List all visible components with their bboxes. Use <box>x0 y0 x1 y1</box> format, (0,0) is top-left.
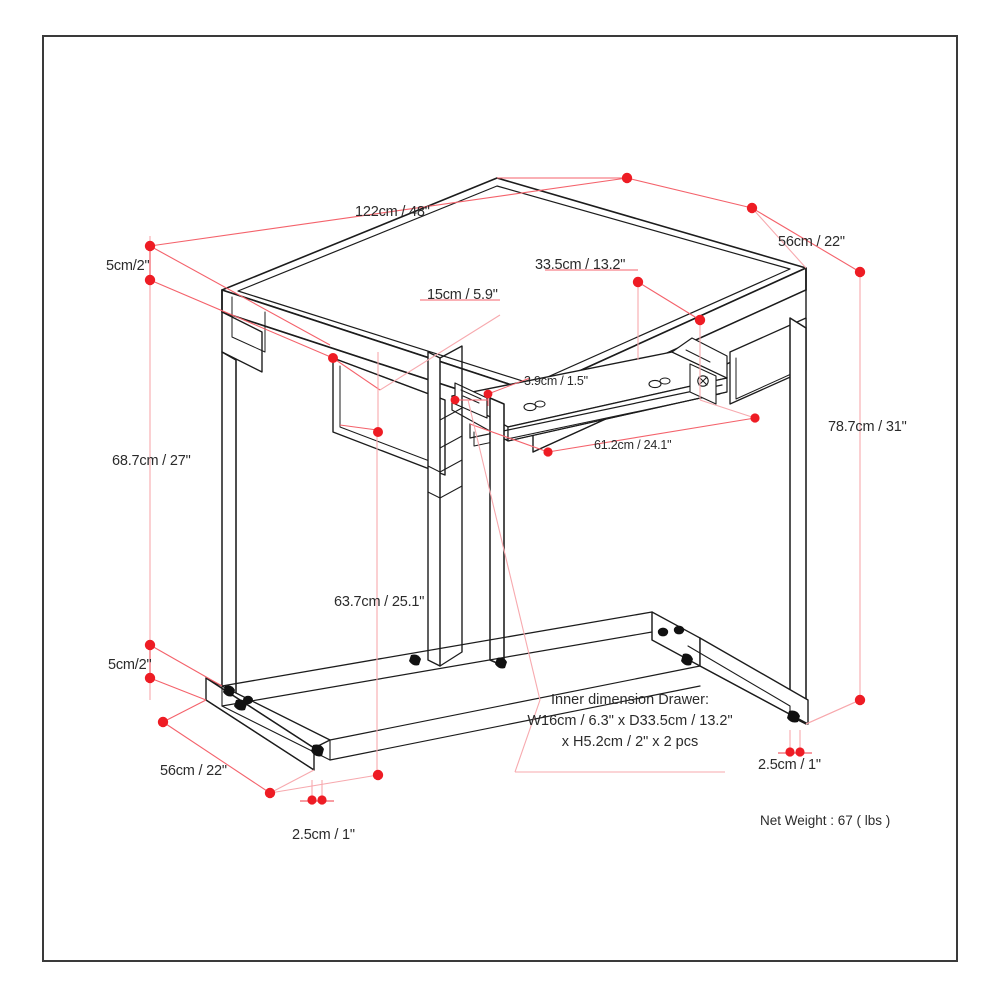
label-drawer-front-height: 15cm / 5.9" <box>427 287 498 303</box>
label-tray-thickness: 3.9cm / 1.5" <box>524 374 588 388</box>
leader-inner-drawer-note <box>514 699 541 773</box>
label-leg-width-right: 2.5cm / 1" <box>758 757 821 773</box>
dimension-nodes <box>144 172 866 805</box>
label-top-width: 122cm / 48" <box>355 204 430 220</box>
label-base-thickness: 5cm/2" <box>108 657 152 673</box>
dim-line-base-depth <box>162 721 271 794</box>
dim-line-top-width <box>149 177 628 247</box>
dim-line-tray-width <box>547 417 756 453</box>
net-weight-label: Net Weight : 67 ( lbs ) <box>760 813 891 828</box>
label-top-thickness: 5cm/2" <box>106 258 150 274</box>
dim-line-tray-thickness <box>487 377 531 395</box>
inner-drawer-note-line2: W16cm / 6.3" x D33.5cm / 13.2" <box>527 713 733 729</box>
label-top-depth: 56cm / 22" <box>778 234 845 250</box>
label-total-height: 78.7cm / 31" <box>828 419 907 435</box>
inner-drawer-note-line3: x H5.2cm / 2" x 2 pcs <box>561 734 699 750</box>
label-drawer-depth: 33.5cm / 13.2" <box>535 257 626 273</box>
label-leg-width-left: 2.5cm / 1" <box>292 827 355 843</box>
label-base-depth: 56cm / 22" <box>160 763 227 779</box>
leader-drawer-height <box>379 314 501 391</box>
inner-drawer-note-line1: Inner dimension Drawer: <box>551 692 709 708</box>
dim-line-top-depth <box>751 207 861 273</box>
label-clearance-height: 63.7cm / 25.1" <box>334 594 425 610</box>
label-tray-width: 61.2cm / 24.1" <box>594 438 672 452</box>
dim-line-drawer-depth <box>637 281 701 321</box>
label-apron-height: 68.7cm / 27" <box>112 453 191 469</box>
